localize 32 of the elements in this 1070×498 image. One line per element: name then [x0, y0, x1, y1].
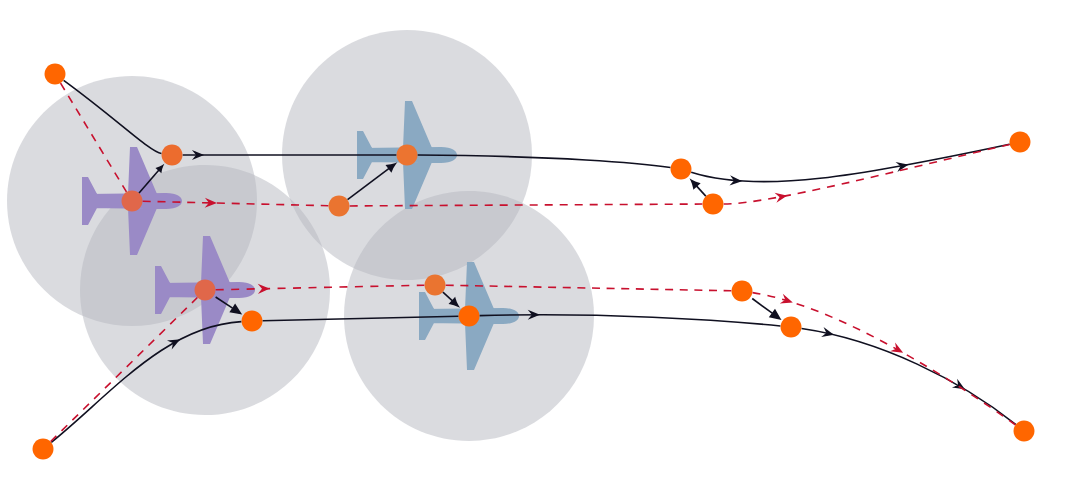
dot — [44, 63, 66, 85]
line — [261, 315, 460, 322]
dashed-line — [348, 203, 704, 207]
dot — [670, 158, 692, 180]
dot — [194, 279, 216, 301]
dashed-line — [444, 284, 733, 292]
dot — [32, 438, 54, 460]
arrow — [690, 179, 707, 197]
line — [416, 154, 672, 169]
arrow — [346, 163, 396, 201]
arrow — [478, 309, 782, 327]
dot — [1009, 131, 1031, 153]
arrow — [800, 327, 1017, 426]
arrow — [138, 165, 164, 194]
dashed-line — [59, 82, 128, 193]
dot — [458, 305, 480, 327]
dot — [241, 310, 263, 332]
arrow — [722, 143, 1011, 205]
dot — [424, 274, 446, 296]
dot — [702, 193, 724, 215]
dot — [780, 316, 802, 338]
dot — [731, 280, 753, 302]
arrow — [50, 320, 243, 444]
arrow — [751, 291, 1017, 426]
dot — [328, 195, 350, 217]
dot — [121, 190, 143, 212]
line — [62, 79, 163, 155]
dot — [396, 144, 418, 166]
dashed-line — [49, 296, 199, 443]
arrow — [442, 291, 459, 307]
dot — [1013, 420, 1035, 442]
dot — [161, 144, 183, 166]
